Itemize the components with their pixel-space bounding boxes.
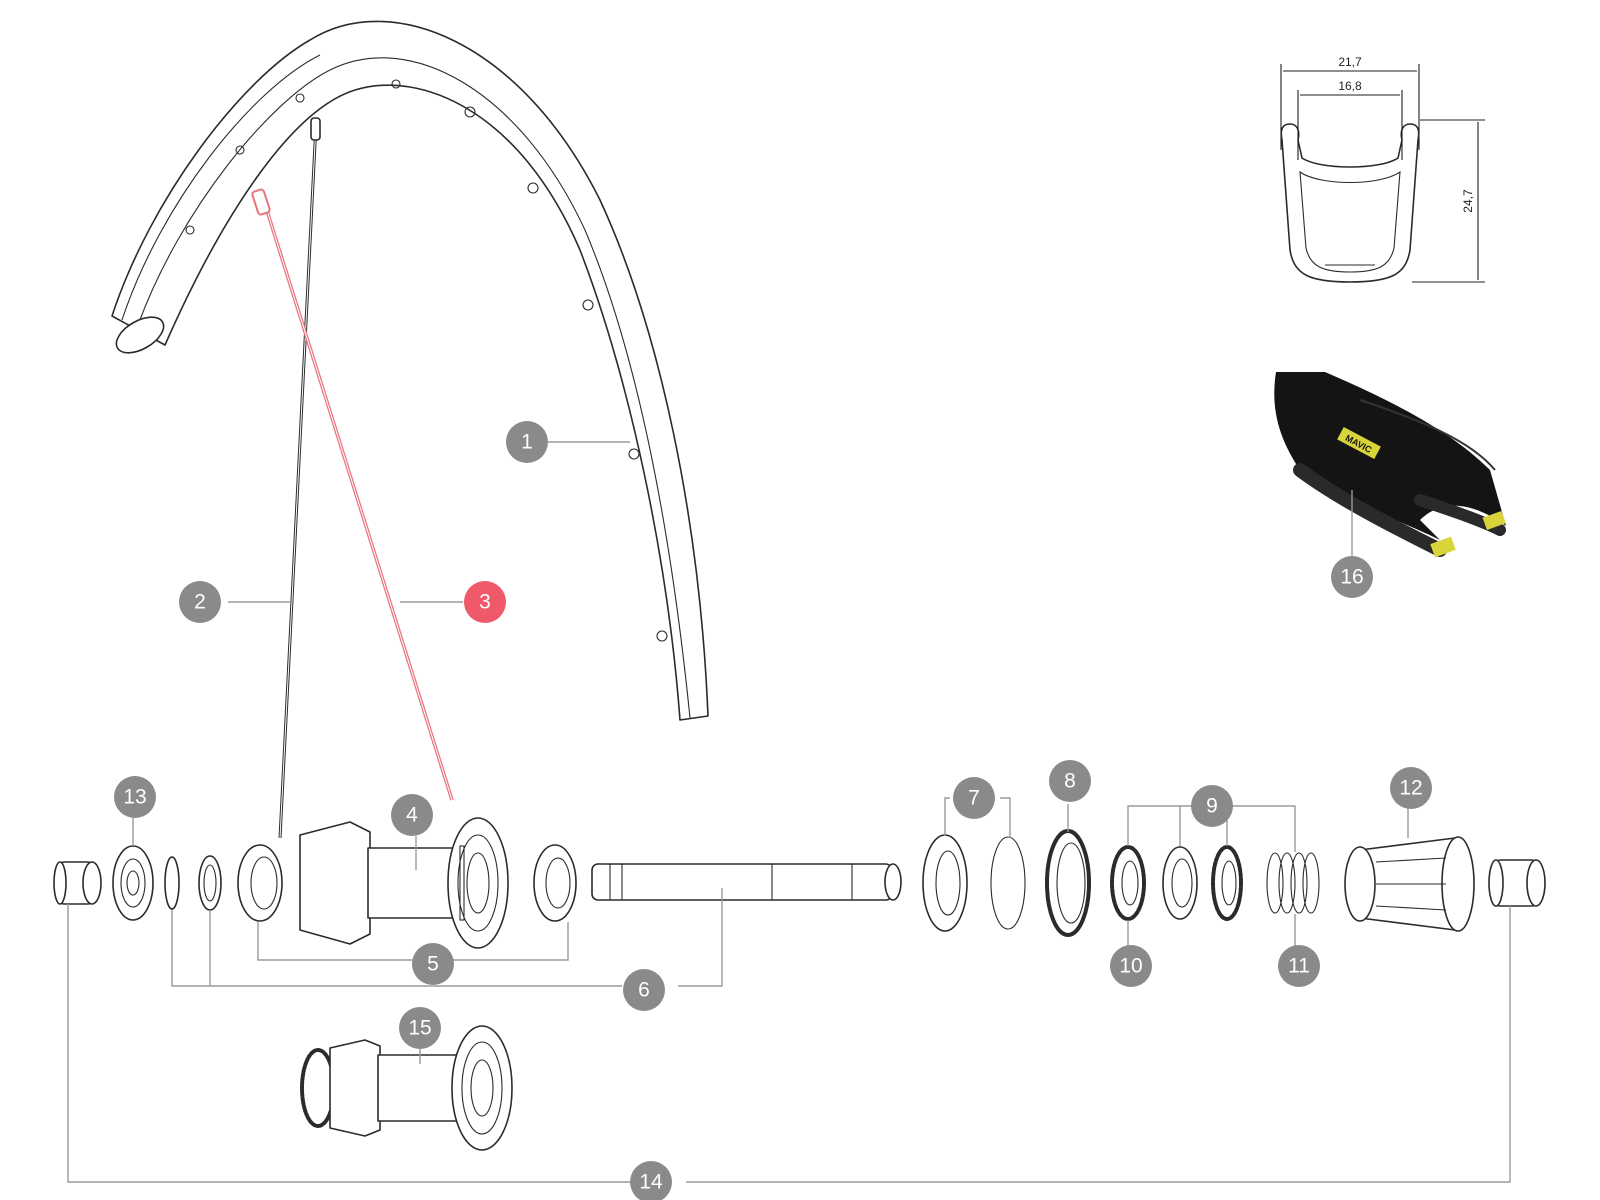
hub-body-alt — [300, 1025, 513, 1151]
callout-7: 7 — [953, 777, 995, 819]
callout-8: 8 — [1049, 760, 1091, 802]
callout-badges: 1 2 3 4 5 6 7 8 9 10 11 12 13 14 15 16 — [114, 421, 1432, 1200]
callout-9: 9 — [1191, 785, 1233, 827]
svg-text:6: 6 — [638, 979, 650, 1002]
svg-text:12: 12 — [1399, 777, 1422, 800]
spoke-black — [278, 117, 321, 839]
end-cap-left — [53, 861, 102, 905]
callout-12: 12 — [1390, 767, 1432, 809]
hub-components — [53, 817, 1546, 1151]
callout-3: 3 — [464, 581, 506, 623]
svg-text:13: 13 — [123, 786, 146, 809]
svg-text:10: 10 — [1119, 955, 1142, 978]
callout-15: 15 — [399, 1007, 441, 1049]
rim-height: 24,7 — [1461, 189, 1475, 213]
callout-5: 5 — [412, 943, 454, 985]
callout-16: 16 — [1331, 556, 1373, 598]
hub-body — [299, 817, 509, 949]
rim-body — [111, 20, 709, 721]
callout-11: 11 — [1278, 945, 1320, 987]
callout-14: 14 — [630, 1161, 672, 1200]
toothed-ring — [1110, 845, 1146, 921]
svg-text:7: 7 — [968, 787, 980, 810]
end-cap-right — [1488, 859, 1546, 907]
svg-text:3: 3 — [479, 591, 491, 614]
callout-2: 2 — [179, 581, 221, 623]
callout-1: 1 — [506, 421, 548, 463]
snap-ring — [990, 836, 1026, 930]
svg-text:5: 5 — [427, 953, 439, 976]
svg-text:9: 9 — [1206, 795, 1218, 818]
rim — [111, 20, 709, 721]
svg-text:2: 2 — [194, 591, 206, 614]
rim-inner-width: 16,8 — [1338, 79, 1362, 93]
svg-text:15: 15 — [408, 1017, 431, 1040]
callout-10: 10 — [1110, 945, 1152, 987]
ring-a — [164, 856, 180, 910]
callout-4: 4 — [391, 794, 433, 836]
freehub-body — [1344, 836, 1475, 932]
callout-13: 13 — [114, 776, 156, 818]
ring-b — [198, 855, 222, 911]
svg-text:8: 8 — [1064, 770, 1076, 793]
bearing-left — [237, 844, 283, 922]
svg-text:4: 4 — [406, 804, 418, 827]
spoke-red — [251, 188, 454, 801]
ratchet-ring — [922, 834, 968, 932]
leader-lines — [67, 441, 1511, 1183]
svg-text:14: 14 — [639, 1171, 663, 1194]
bearing-right — [533, 844, 577, 922]
nut — [112, 845, 154, 921]
svg-text:1: 1 — [521, 431, 533, 454]
seal — [1045, 829, 1091, 937]
tire: MAVIC — [1274, 372, 1506, 558]
callout-6: 6 — [623, 969, 665, 1011]
spring — [1266, 852, 1320, 914]
svg-text:16: 16 — [1340, 566, 1363, 589]
svg-text:11: 11 — [1288, 955, 1310, 978]
rim-profile-drawing: 21,7 16,8 24,7 — [1280, 55, 1485, 283]
driver-ring — [1211, 845, 1243, 921]
axle — [591, 863, 902, 901]
rim-outer-width: 21,7 — [1338, 55, 1362, 69]
